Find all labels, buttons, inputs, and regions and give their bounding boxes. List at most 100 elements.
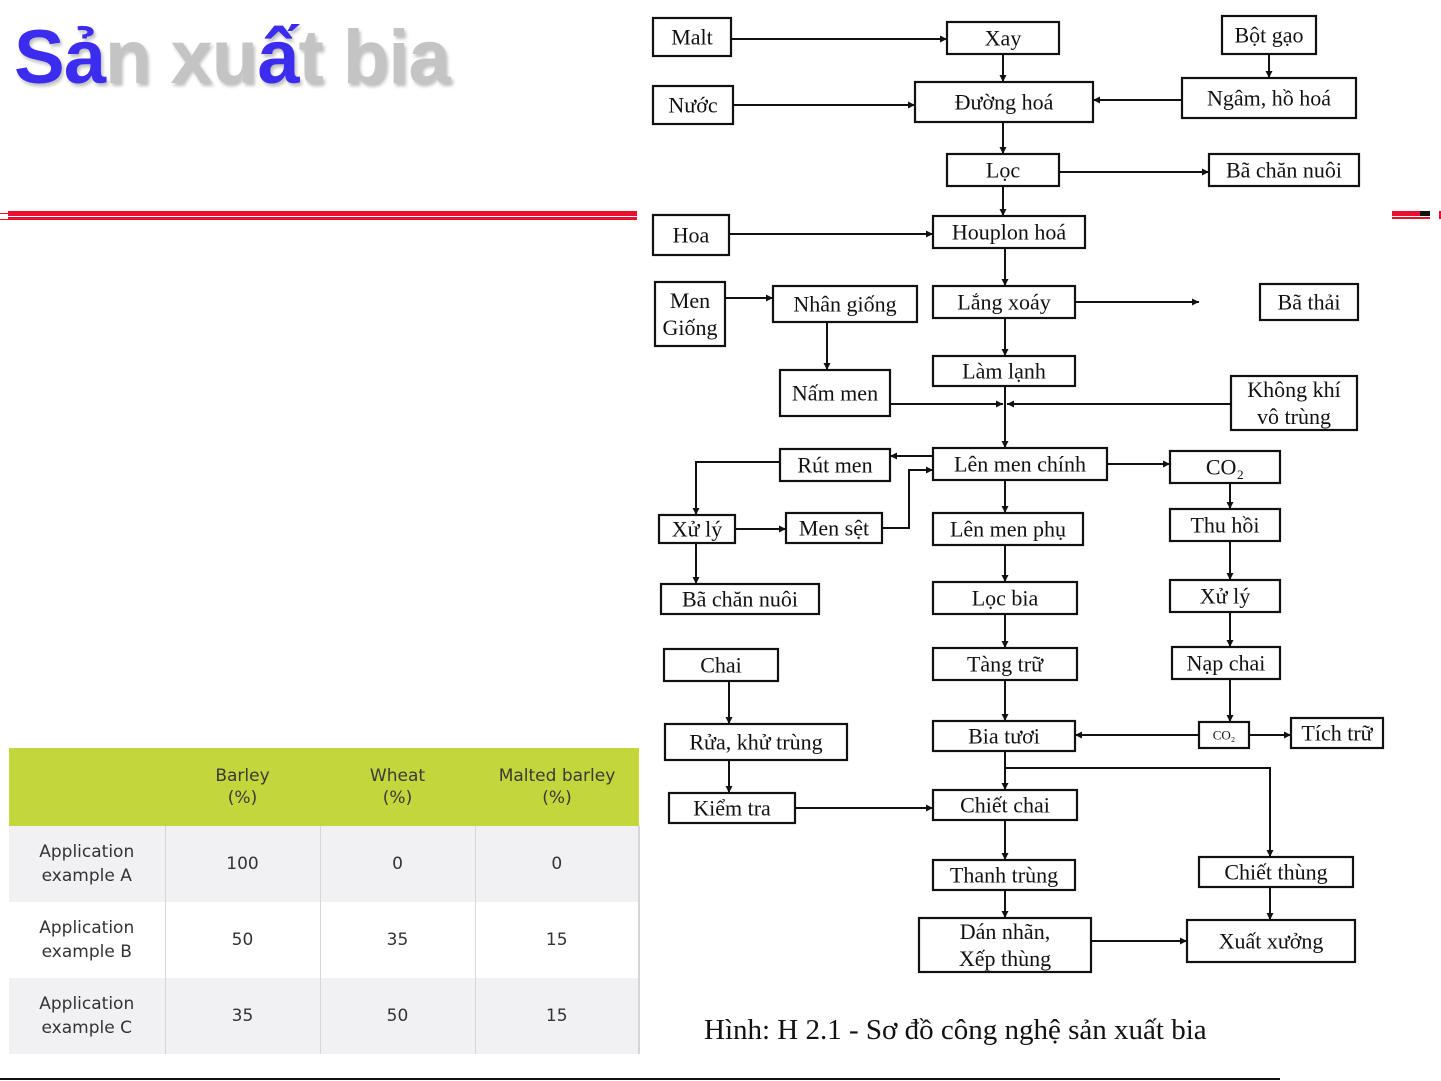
flow-node-label: Bã chăn nuôi xyxy=(682,587,798,612)
flow-node-box xyxy=(667,791,797,825)
flow-node-label: Malt xyxy=(671,25,713,50)
flow-node-tang-tru: Tàng trữ xyxy=(931,646,1079,682)
footer-rule xyxy=(0,1078,1280,1080)
flow-node-label: CO₂ xyxy=(1206,455,1244,480)
flow-node-label: Lọc bia xyxy=(972,586,1039,611)
flow-node-label: vô trùng xyxy=(1257,404,1331,429)
flow-node-nam-men: Nấm men xyxy=(778,368,892,418)
rule-segment-thin xyxy=(1392,217,1430,219)
flow-node-chai: Chai xyxy=(662,647,780,683)
row-label-line: example C xyxy=(41,1018,132,1038)
flow-node-box xyxy=(945,20,1061,56)
header-cell-barley: Barley(%) xyxy=(165,748,320,826)
flow-node-box xyxy=(659,582,821,616)
flow-node-label: Bã thải xyxy=(1278,290,1341,315)
header-cell-malted-barley: Malted barley(%) xyxy=(475,748,639,826)
header-label: Barley xyxy=(215,766,270,786)
flow-node-box xyxy=(1258,282,1360,322)
flow-node-ba-chan-nuoi-1: Bã chăn nuôi xyxy=(1207,152,1361,188)
flowchart-edges xyxy=(692,35,1291,945)
flow-node-label: Lên men phụ xyxy=(950,517,1066,542)
flow-node-box xyxy=(657,513,737,545)
flow-node-label: Không khí xyxy=(1247,377,1341,402)
flow-node-label: Kiểm tra xyxy=(693,796,771,821)
flow-node-box xyxy=(1207,152,1361,188)
flow-node-label: Xuất xưởng xyxy=(1219,929,1324,954)
flow-node-label: Chiết thùng xyxy=(1224,860,1327,885)
flow-node-box xyxy=(778,368,892,418)
flow-node-label: Chai xyxy=(700,653,742,678)
flow-node-label: Giống xyxy=(663,315,718,340)
header-unit: (%) xyxy=(227,788,258,808)
flow-node-box xyxy=(931,580,1079,616)
flow-node-thanh-trung: Thanh trùng xyxy=(931,858,1077,892)
flow-node-label: Hoa xyxy=(673,223,710,248)
header-label: Wheat xyxy=(369,766,426,786)
flow-node-box xyxy=(771,284,919,324)
title-part: t bia xyxy=(298,15,450,100)
flow-node-label: Men xyxy=(670,288,710,313)
flow-node-label: Bia tươi xyxy=(968,724,1040,749)
flow-node-box xyxy=(931,446,1109,482)
flow-node-len-men-chinh: Lên men chính xyxy=(931,446,1109,482)
flow-node-box xyxy=(653,280,727,348)
title-part: ấ xyxy=(257,15,299,100)
flow-node-box xyxy=(1197,855,1355,889)
flow-node-label: Đường hoá xyxy=(955,90,1054,115)
flow-node-chiet-chai: Chiết chai xyxy=(931,788,1079,822)
flow-node-box xyxy=(1168,578,1282,614)
flow-node-box xyxy=(663,722,849,762)
flow-node-label: Nước xyxy=(668,93,717,118)
cell-wheat: 50 xyxy=(320,978,476,1054)
flow-node-label: Bã chăn nuôi xyxy=(1226,158,1342,183)
flow-node-box xyxy=(931,858,1077,892)
flow-node-label: Ngâm, hồ hoá xyxy=(1207,86,1331,111)
flow-arrow-men-set-to-len-men-chinh xyxy=(882,466,933,529)
flow-node-dan-nhan: Dán nhãn,Xếp thùng xyxy=(917,916,1093,974)
flow-node-box xyxy=(1170,645,1282,681)
header-unit: (%) xyxy=(542,788,572,808)
flow-node-chiet-thung: Chiết thùng xyxy=(1197,855,1355,889)
flow-node-malt: Malt xyxy=(651,16,733,58)
figure-caption: Hình: H 2.1 - Sơ đồ công nghệ sản xuất b… xyxy=(704,1014,1207,1046)
flow-node-box xyxy=(651,213,731,257)
flow-node-label: Tàng trữ xyxy=(967,652,1044,677)
flow-node-box xyxy=(917,916,1093,974)
flow-node-box xyxy=(931,719,1077,753)
header-label: Malted barley xyxy=(498,766,616,786)
cell-malted-barley: 0 xyxy=(475,826,640,902)
flow-node-label: Lắng xoáy xyxy=(957,290,1050,315)
flow-node-hoa: Hoa xyxy=(651,213,731,257)
title-rule xyxy=(0,211,637,220)
rule-segment-red xyxy=(1392,211,1420,216)
row-label-line: example B xyxy=(41,942,132,962)
cell-barley: 50 xyxy=(165,902,321,978)
flow-node-nhan-giong: Nhân giống xyxy=(771,284,919,324)
flow-node-box xyxy=(913,80,1095,124)
flow-node-lang-xoay: Lắng xoáy xyxy=(931,284,1077,320)
flow-node-box xyxy=(784,511,884,545)
flow-node-box xyxy=(778,447,892,483)
flow-arrow-rut-men-to-xu-ly-1 xyxy=(692,461,780,515)
flow-node-box xyxy=(1168,507,1282,543)
cell-malted-barley: 15 xyxy=(475,978,640,1054)
flow-node-box xyxy=(1220,14,1318,56)
flow-node-ngam-ho-hoa: Ngâm, hồ hoá xyxy=(1180,76,1358,120)
flow-node-label: Bột gạo xyxy=(1234,23,1303,48)
flow-node-co2-b: CO₂ xyxy=(1197,720,1251,750)
rule-tick xyxy=(1439,211,1441,219)
flow-node-box xyxy=(945,152,1061,188)
flow-node-label: Rút men xyxy=(797,453,872,478)
flow-node-box xyxy=(651,84,735,126)
flow-node-box xyxy=(1185,918,1357,964)
flow-node-loc-bia: Lọc bia xyxy=(931,580,1079,616)
table-header-row: Barley(%) Wheat(%) Malted barley(%) xyxy=(9,748,639,826)
flow-node-label: Nhân giống xyxy=(793,292,896,317)
flow-node-label: Xử lý xyxy=(1200,584,1250,609)
